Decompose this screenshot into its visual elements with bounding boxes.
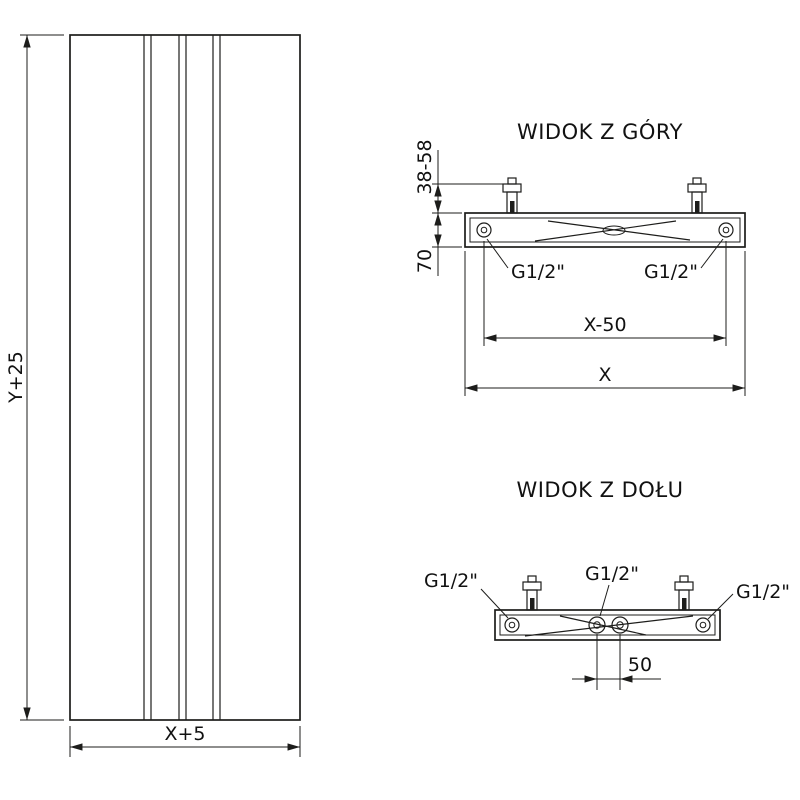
bottom-view-title: WIDOK Z DOŁU [516,478,683,502]
bracket-offset-dimension: 38-58 [414,139,503,214]
left-connection-port [504,617,520,633]
mounting-bracket-left [502,177,522,214]
height-dimension-label: Y+25 [5,351,27,404]
depth-dimension: 70 [414,213,462,276]
bracket-nub [527,575,537,583]
total-width-label: X [598,364,611,386]
profile-outline [464,212,746,248]
connection-label-right-bottom: G1/2" [707,581,790,620]
left-connection-bore [508,621,516,629]
span-extension-lines [483,241,727,346]
bottom-view-profile [494,609,721,641]
profile-inner-wall [469,217,741,243]
profile-outline [494,609,721,641]
leader-line [486,238,509,269]
depth-label: 70 [414,249,436,273]
leader-line [707,593,734,620]
bracket-nub [692,177,702,185]
right-connection-port [695,617,711,633]
connection-span-label: X-50 [583,314,626,336]
width-dimension-label: X+5 [164,723,205,745]
connection-thread-label: G1/2" [585,563,639,585]
left-connection-port [476,222,492,238]
spacing-extension-lines [596,634,621,690]
bracket-core [530,598,535,610]
leader-line [480,588,509,619]
center-connection-left-bore [593,621,601,629]
right-connection-bore [722,226,730,234]
center-connection-left [588,616,606,634]
leader-line [700,238,724,269]
connection-thread-label: G1/2" [424,570,478,592]
bracket-offset-label: 38-58 [414,139,436,194]
bracket-core [695,201,700,213]
center-spacing-dimension: 50 [572,634,661,690]
profile-center-detail [602,225,626,236]
mounting-bracket-right [674,575,694,611]
left-connection-bore [480,226,488,234]
mounting-bracket-right [687,177,707,214]
connection-thread-label: G1/2" [644,261,698,283]
profile-inner-wall [499,614,716,636]
bracket-nub [507,177,517,185]
total-width-dimension: X [464,251,746,396]
profile-detail-lines [534,220,691,242]
bracket-core [510,201,515,213]
bracket-cap [674,581,694,591]
bracket-cap [502,183,522,193]
profile-detail-lines [524,615,694,637]
width-extension-lines [69,726,301,757]
right-connection-bore [699,621,707,629]
leader-line [599,584,610,617]
connection-label-right-top: G1/2" [644,238,724,283]
connection-label-left-top: G1/2" [486,238,565,283]
width-dimension: X+5 [69,723,301,757]
bracket-nub [679,575,689,583]
connection-label-left-bottom: G1/2" [424,570,509,619]
right-connection-port [718,222,734,238]
front-view: Y+25 X+5 [5,34,301,757]
mounting-bracket-left [522,575,542,611]
center-connection-right [611,616,629,634]
bracket-core [682,598,687,610]
center-spacing-label: 50 [628,654,652,676]
total-extension-lines [464,251,746,396]
connection-label-center-bottom: G1/2" [585,563,639,617]
radiator-panel-outline [69,34,301,721]
height-dimension: Y+25 [5,34,64,721]
bracket-cap [687,183,707,193]
connection-thread-label: G1/2" [511,261,565,283]
offset-extension-lines [432,183,503,214]
top-view-profile [464,212,746,248]
bottom-view: WIDOK Z DOŁU G1/ [424,478,790,690]
panel-groove-lines [143,35,221,720]
bracket-cap [522,581,542,591]
connection-thread-label: G1/2" [736,581,790,603]
center-connection-right-bore [616,621,624,629]
top-view: WIDOK Z GÓRY 38-58 [414,119,746,396]
top-view-title: WIDOK Z GÓRY [517,119,683,144]
connection-span-dimension: X-50 [483,241,727,346]
